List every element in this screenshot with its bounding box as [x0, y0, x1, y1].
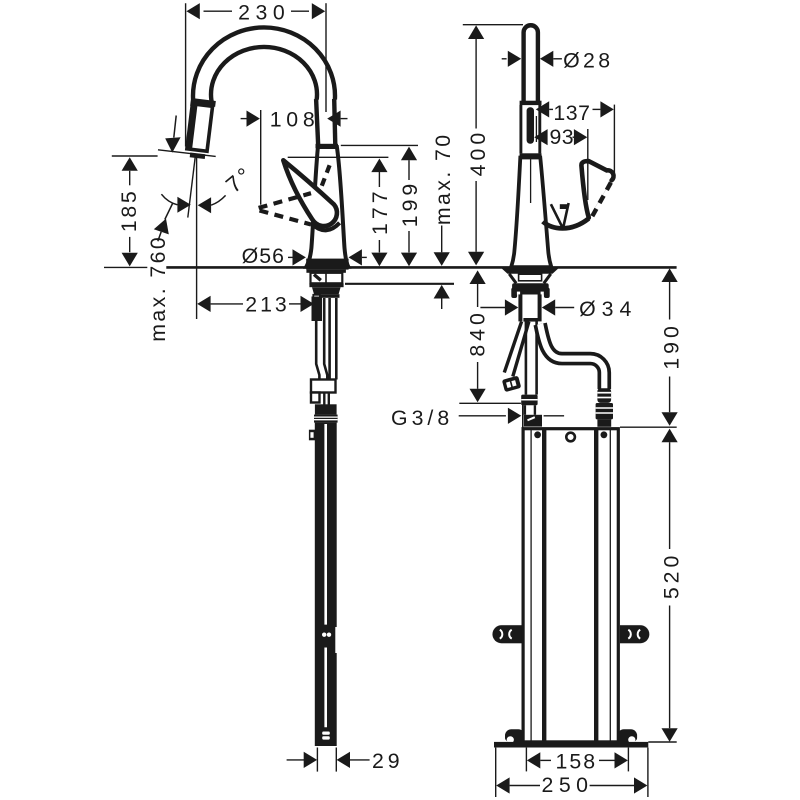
- svg-text:199: 199: [398, 180, 422, 228]
- svg-text:520: 520: [659, 552, 683, 600]
- svg-text:93: 93: [550, 125, 574, 149]
- svg-text:250: 250: [541, 773, 593, 797]
- svg-text:G3/8: G3/8: [391, 406, 453, 430]
- svg-text:137: 137: [553, 101, 590, 125]
- svg-text:177: 177: [368, 187, 392, 235]
- svg-text:Ø34: Ø34: [579, 297, 637, 321]
- svg-text:max. 70: max. 70: [431, 133, 455, 226]
- svg-text:Ø28: Ø28: [563, 49, 613, 73]
- svg-text:29: 29: [372, 749, 404, 773]
- svg-text:108: 108: [270, 108, 320, 132]
- svg-text:Ø56: Ø56: [242, 244, 285, 268]
- svg-text:400: 400: [466, 129, 490, 177]
- svg-text:213: 213: [245, 293, 290, 317]
- svg-text:190: 190: [659, 322, 683, 370]
- svg-text:840: 840: [466, 309, 490, 357]
- svg-text:230: 230: [238, 1, 290, 25]
- svg-text:158: 158: [556, 749, 598, 773]
- svg-text:max. 760: max. 760: [146, 235, 170, 342]
- svg-text:185: 185: [117, 189, 141, 232]
